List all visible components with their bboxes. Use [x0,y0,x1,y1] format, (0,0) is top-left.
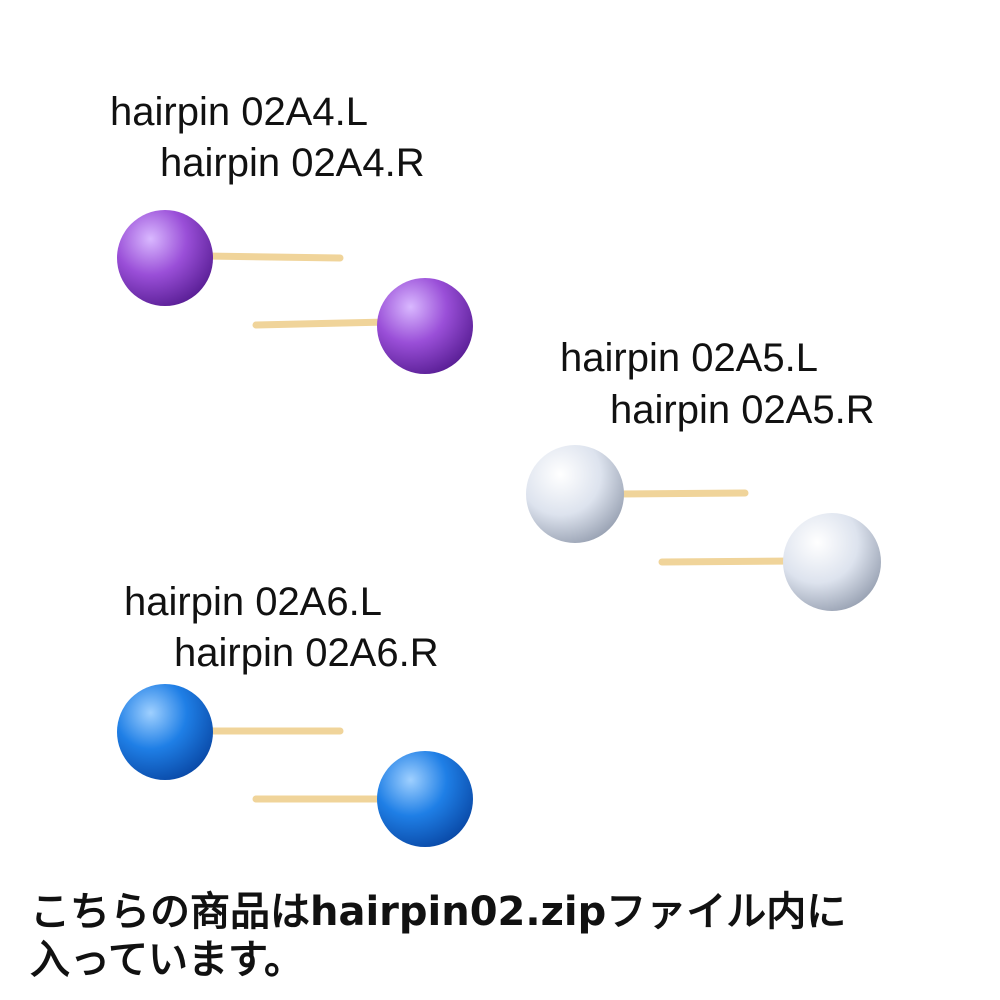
pin-stem [658,557,799,566]
pearl-ball [526,445,624,543]
file-caption: こちらの商品はhairpin02.zipファイル内に 入っています。 [30,888,970,984]
product-label-02A4-L: hairpin 02A4.L [110,90,368,134]
pearl-ball [377,751,473,847]
product-label-02A5-R: hairpin 02A5.R [610,388,875,432]
hairpin-02A4-R [252,278,473,374]
caption-line-2: 入っています。 [30,937,304,983]
pin-stem [201,252,344,262]
hairpin-02A5-R [658,513,881,611]
hairpin-02A6-R [252,751,473,847]
pin-stem [252,318,394,329]
pearl-ball [117,684,213,780]
caption-line-1: こちらの商品はhairpin02.zipファイル内に [30,889,847,935]
hairpin-02A6-L [117,684,344,780]
pearl-ball [783,513,881,611]
pearl-ball [377,278,473,374]
product-label-02A5-L: hairpin 02A5.L [560,336,818,380]
hairpin-02A4-L [117,210,344,306]
product-label-02A6-L: hairpin 02A6.L [124,580,382,624]
hairpin-02A5-L [526,445,749,543]
product-label-02A4-R: hairpin 02A4.R [160,141,425,185]
product-label-02A6-R: hairpin 02A6.R [174,631,439,675]
pearl-ball [117,210,213,306]
pin-stem [611,489,749,498]
